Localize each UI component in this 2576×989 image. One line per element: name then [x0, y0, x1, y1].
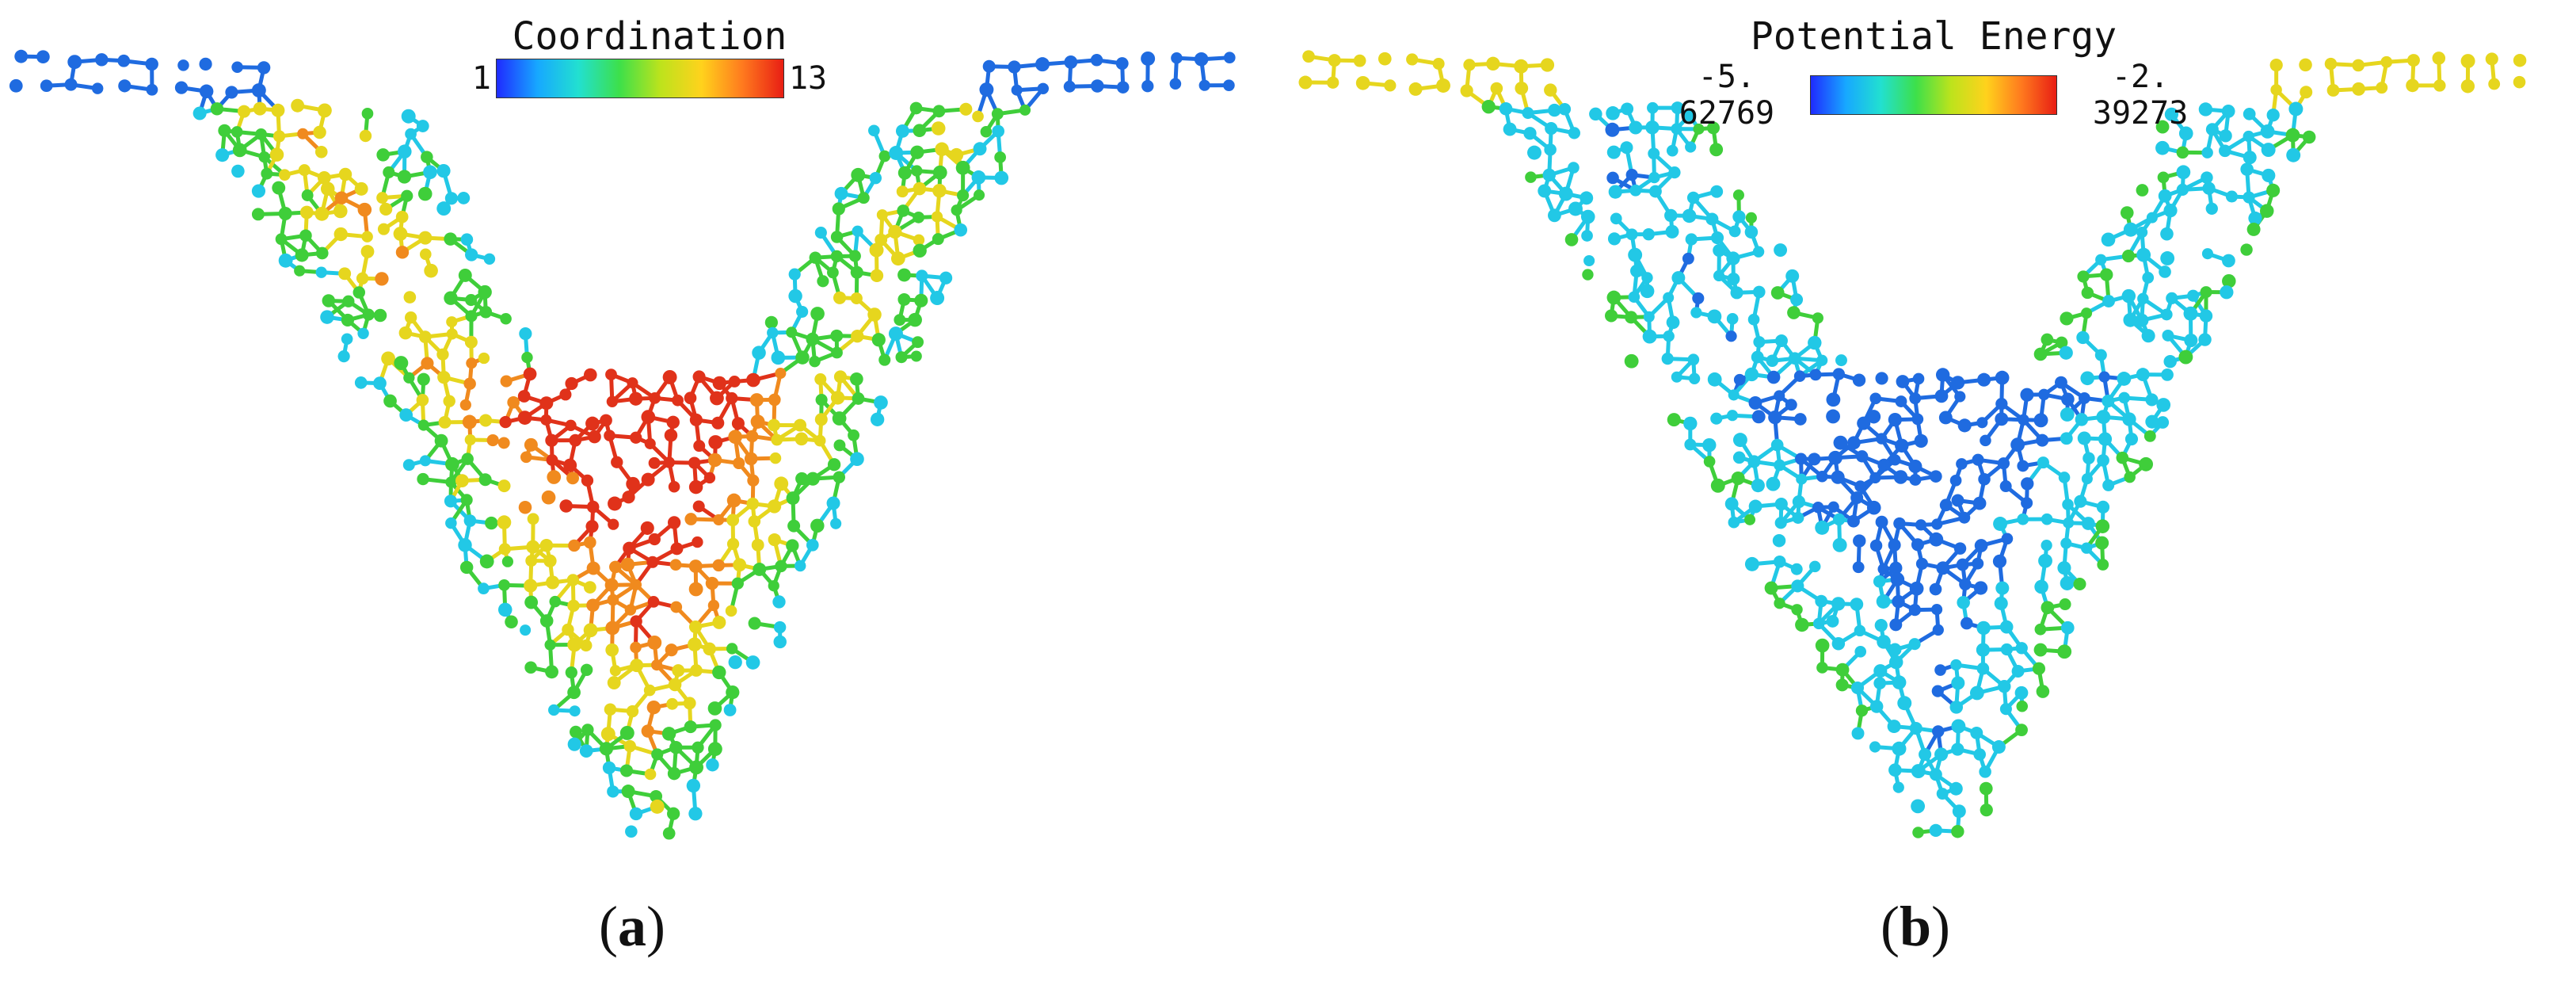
panel-b-potential-energy: Potential Energy -5. 62769 -2. 39273 (b) — [1288, 0, 2576, 989]
atoms — [1298, 50, 2527, 838]
legend-title: Potential Energy — [1750, 14, 2117, 59]
panel-label-a: (a) — [599, 895, 665, 958]
legend-potential-energy: Potential Energy -5. 62769 -2. 39273 — [1648, 14, 2219, 132]
panel-label-b: (b) — [1880, 895, 1950, 958]
legend-coordination: Coordination 1 13 — [467, 14, 832, 98]
legend-max-label: -2. 39273 — [2092, 59, 2189, 132]
atom-structure-coordination — [9, 49, 1236, 840]
legend-title: Coordination — [512, 14, 787, 59]
legend-max-label: 13 — [788, 60, 828, 97]
legend-min-label: 1 — [471, 60, 491, 97]
atom-structure-potential-energy — [1298, 50, 2527, 838]
legend-min-label: -5. 62769 — [1679, 59, 1775, 132]
bonds — [19, 54, 1232, 836]
colorbar — [1809, 75, 2058, 115]
colorbar — [495, 59, 784, 98]
atoms — [9, 49, 1236, 840]
panel-a-coordination: Coordination 1 13 (a) — [9, 14, 1236, 958]
